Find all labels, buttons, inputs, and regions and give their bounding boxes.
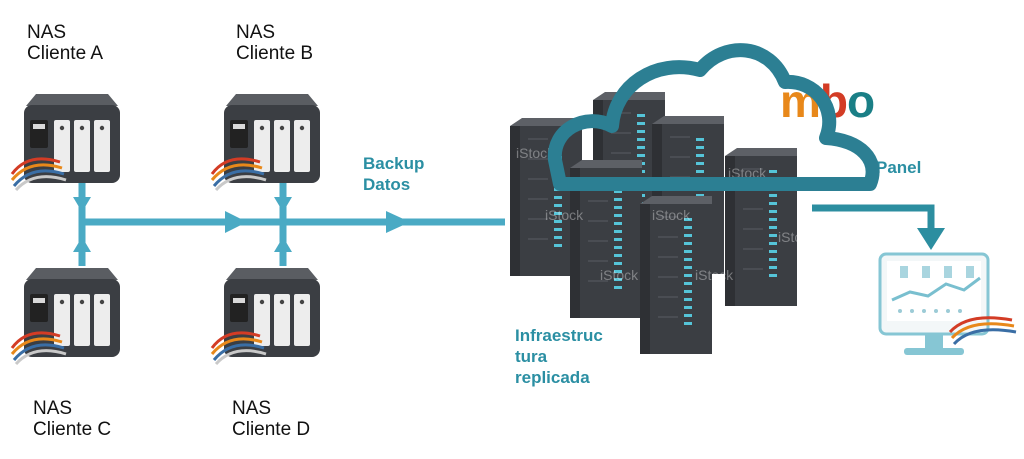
panel-connection <box>812 204 945 250</box>
client-c-label: NAS Cliente C <box>33 398 112 440</box>
watermark-5: iStock <box>600 267 639 283</box>
arrow-right-1 <box>225 211 247 233</box>
arrow-down-a <box>73 197 91 212</box>
client-d-label: NAS Cliente D <box>232 398 311 440</box>
server-racks-icon <box>510 92 797 354</box>
watermarks: iStock iStock iStock iStock iStock iStoc… <box>516 145 817 283</box>
panel-label: Panel <box>876 158 922 177</box>
nas-client-c-icon <box>10 266 122 366</box>
nas-client-a-icon <box>10 92 122 192</box>
watermark-6: iStock <box>695 267 734 283</box>
arrow-right-2 <box>386 211 410 233</box>
backup-data-label: Backup Datos <box>363 154 425 194</box>
arrow-down-b <box>274 197 292 212</box>
watermark-7: iStock <box>778 229 817 245</box>
watermark-2: iStock <box>545 207 584 223</box>
logo-letter-o: o <box>847 75 875 127</box>
flow-arrows <box>73 197 410 252</box>
nas-client-d-icon <box>210 266 322 366</box>
watermark-1: iStock <box>516 145 555 161</box>
arrow-up-d <box>274 237 292 252</box>
nas-client-b-icon <box>210 92 322 192</box>
arrow-up-c <box>73 237 91 252</box>
client-b-label: NAS Cliente B <box>236 22 314 64</box>
watermark-3: iStock <box>652 207 691 223</box>
infrastructure-label: Infraestruc tura replicada <box>515 326 603 387</box>
client-a-label: NAS Cliente A <box>27 22 104 64</box>
monitor-icon <box>878 252 1017 355</box>
flow-lines <box>78 183 505 266</box>
cloud-icon <box>547 43 880 191</box>
